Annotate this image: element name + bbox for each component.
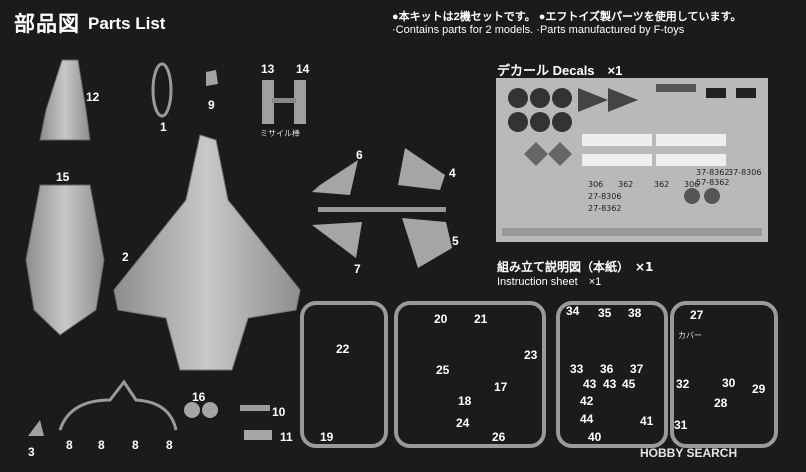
part-label-3: 3 (28, 445, 35, 459)
part-label-37: 37 (630, 362, 644, 376)
instruction-sheet-label-en: Instruction sheet ×1 (497, 276, 602, 288)
part-3 (28, 420, 44, 436)
decal-text-27-8362: 27-8362 (588, 204, 622, 213)
part-label-17: 17 (494, 380, 508, 394)
part-9 (206, 70, 218, 86)
part-15 (25, 184, 105, 336)
part-label-28: 28 (714, 396, 728, 410)
part-label-8d: 8 (166, 438, 173, 452)
part-label-13: 13 (261, 62, 275, 76)
sprue-frame-1 (300, 301, 388, 448)
sprue-frame-3 (556, 301, 668, 448)
part-label-25: 25 (436, 363, 450, 377)
part-label-7: 7 (354, 262, 361, 276)
decal-text-57-8362: 57-8362 (696, 178, 730, 187)
part-label-45: 45 (622, 377, 636, 391)
decal-sheet-art (502, 84, 762, 236)
part-label-15: 15 (56, 170, 70, 184)
part-label-35: 35 (598, 306, 612, 320)
part-label-19: 19 (320, 430, 334, 444)
part-label-5: 5 (452, 234, 459, 248)
part-label-4: 4 (449, 166, 456, 180)
part-label-43b: 43 (603, 377, 617, 391)
part-label-29: 29 (752, 382, 766, 396)
part-label-20: 20 (434, 312, 448, 326)
part-label-10: 10 (272, 405, 286, 419)
decal-text-37-8362: 37-8362 (696, 168, 730, 177)
part-label-38: 38 (628, 306, 642, 320)
part-label-36: 36 (600, 362, 614, 376)
part-label-21: 21 (474, 312, 488, 326)
part-label-22: 22 (336, 342, 350, 356)
part-label-42: 42 (580, 394, 594, 408)
missile-rack-label: ミサイル棒 (260, 129, 300, 138)
part-label-24: 24 (456, 416, 470, 430)
part-label-43a: 43 (583, 377, 597, 391)
cover-label: カバー (678, 331, 702, 340)
watermark: HOBBY SEARCH (640, 446, 738, 460)
part-label-16: 16 (192, 390, 206, 404)
part-label-44: 44 (580, 412, 594, 426)
decal-text-362: 362 (618, 180, 634, 189)
sprue-frame-4 (670, 301, 778, 448)
part-11 (244, 430, 272, 440)
part-label-8b: 8 (98, 438, 105, 452)
part-label-11: 11 (280, 430, 293, 444)
part-label-9: 9 (208, 98, 215, 112)
instruction-sheet-label-jp: 組み立て説明図（本紙） ×1 (497, 260, 654, 274)
part-10 (240, 405, 270, 411)
decal-text-37-8306: 37-8306 (728, 168, 762, 177)
sprue-frame-2 (394, 301, 546, 448)
part-label-8a: 8 (66, 438, 73, 452)
part-label-6: 6 (356, 148, 363, 162)
part-label-32: 32 (676, 377, 690, 391)
decals-label: デカール Decals ×1 (497, 63, 623, 78)
part-label-41: 41 (640, 414, 654, 428)
part-7 (312, 222, 362, 258)
part-label-40: 40 (588, 430, 602, 444)
part-13 (262, 80, 274, 124)
page-title-jp: 部品図 (14, 12, 80, 36)
part-8-runner (58, 379, 178, 431)
part-label-23: 23 (524, 348, 538, 362)
part-5 (402, 218, 452, 268)
part-label-12: 12 (86, 90, 100, 104)
part-label-31: 31 (674, 418, 688, 432)
part-12-canopy (39, 59, 91, 141)
part-label-34: 34 (566, 304, 580, 318)
part-label-30: 30 (722, 376, 736, 390)
part-label-1: 1 (160, 120, 167, 134)
page-title-en: Parts List (88, 14, 166, 33)
decal-text-27-8306: 27-8306 (588, 192, 622, 201)
part-label-18: 18 (458, 394, 472, 408)
part-16 (184, 402, 200, 418)
kit-note-en: ·Contains parts for 2 models. ·Parts man… (392, 24, 685, 36)
part-2-fuselage (113, 134, 301, 371)
part-6 (312, 160, 358, 195)
part-label-26: 26 (492, 430, 506, 444)
decal-text-306: 306 (588, 180, 604, 189)
part-label-33: 33 (570, 362, 584, 376)
part-4 (398, 148, 445, 190)
decal-text-306b: 306 (684, 180, 700, 189)
part-label-8c: 8 (132, 438, 139, 452)
part-label-27: 27 (690, 308, 704, 322)
kit-note-jp: ●本キットは2機セットです。 ●エフトイズ製パーツを使用しています。 (392, 11, 742, 23)
part-1 (151, 62, 173, 118)
part-label-14: 14 (296, 62, 310, 76)
part-label-2: 2 (122, 250, 129, 264)
decal-text-362b: 362 (654, 180, 670, 189)
part-14 (294, 80, 306, 124)
decal-sheet: 306 362 27-8306 27-8362 362 306 37-8362 … (496, 78, 768, 242)
